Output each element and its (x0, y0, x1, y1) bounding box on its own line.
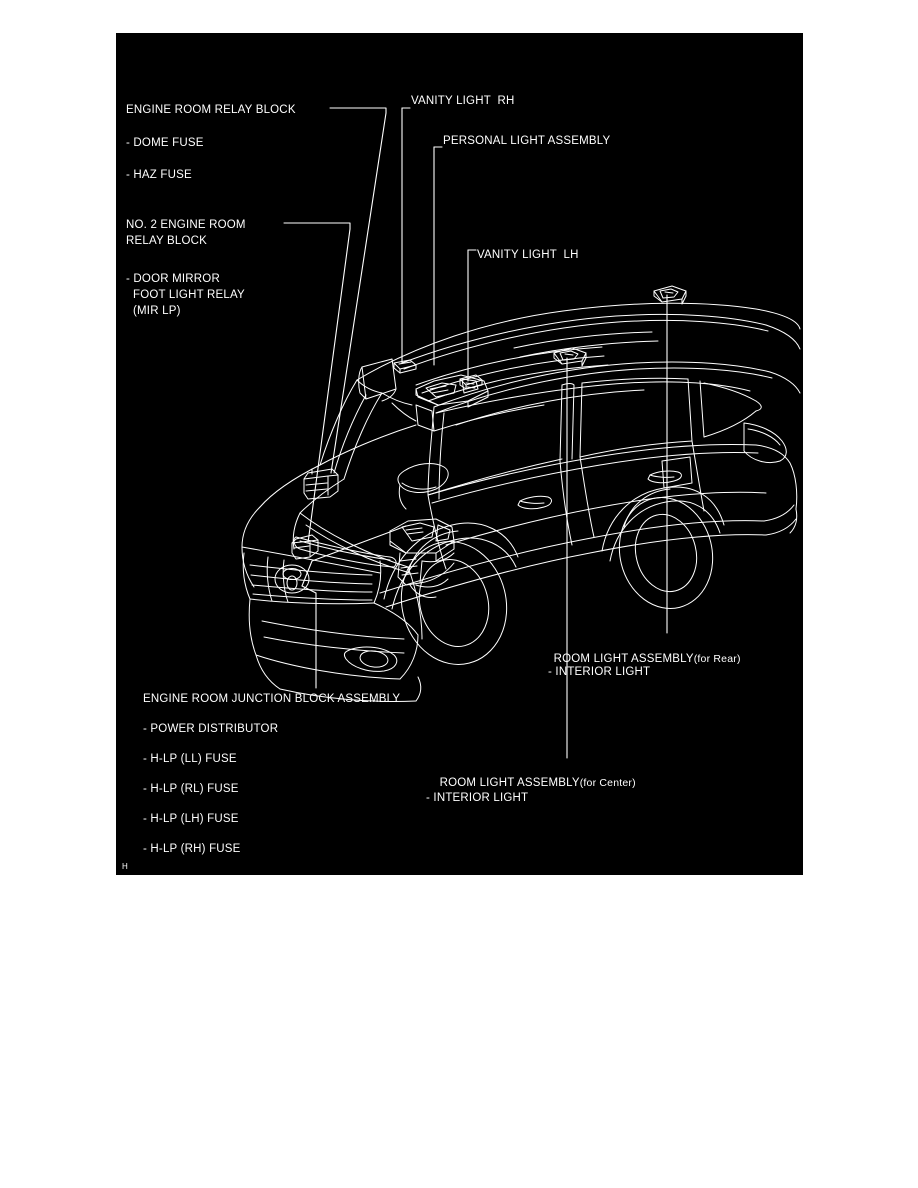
callout-room-light-rear-title: ROOM LIGHT ASSEMBLY(for Rear) (540, 636, 741, 683)
room-light-center-title-text: ROOM LIGHT ASSEMBLY (439, 776, 580, 789)
callout-no2-relay-block-title-line1: NO. 2 ENGINE ROOM (126, 219, 246, 231)
fog-light (343, 646, 398, 672)
toyota-emblem (274, 564, 310, 594)
callout-personal-light-assembly: PERSONAL LIGHT ASSEMBLY (443, 135, 611, 147)
room-light-center-unit (553, 347, 587, 367)
door-handles (517, 470, 682, 510)
leader-lines (283, 107, 668, 759)
room-light-rear-title-text: ROOM LIGHT ASSEMBLY (553, 652, 694, 665)
room-light-rear-qualifier: (for Rear) (693, 652, 741, 665)
leader-engine-room-junction-block (301, 525, 407, 587)
engine-room-junction-block-unit (389, 518, 455, 598)
callout-vanity-light-lh: VANITY LIGHT LH (477, 249, 579, 261)
vehicle-body-side (379, 422, 798, 610)
callout-engine-room-junction-block-item-2: - H-LP (LL) FUSE (143, 753, 237, 765)
callout-engine-room-relay-block-item-2: - HAZ FUSE (126, 169, 192, 181)
callout-vanity-light-rh: VANITY LIGHT RH (411, 95, 515, 107)
vehicle-roof (356, 302, 801, 426)
callout-no2-relay-block-item-line3: (MIR LP) (133, 305, 181, 317)
callout-room-light-center-title: ROOM LIGHT ASSEMBLY(for Center) (426, 760, 636, 807)
room-light-center-qualifier: (for Center) (579, 776, 636, 789)
callout-engine-room-junction-block-item-4: - H-LP (LH) FUSE (143, 813, 239, 825)
side-mirror (397, 463, 449, 510)
headliner-piece (415, 404, 435, 432)
callout-engine-room-junction-block-title: ENGINE ROOM JUNCTION BLOCK ASSEMBLY (143, 693, 401, 705)
callout-engine-room-relay-block-title: ENGINE ROOM RELAY BLOCK (126, 104, 296, 116)
leader-engine-room-relay-block-elbow (329, 107, 387, 114)
no2-engine-room-relay-block-unit (291, 534, 319, 560)
vanity-light-rh-unit (393, 359, 417, 374)
sun-visor (358, 358, 397, 402)
vehicle-illustration (241, 107, 801, 759)
room-light-rear-unit (653, 285, 687, 305)
engine-room-relay-block-unit (303, 468, 339, 500)
diagram-panel: H (116, 33, 803, 875)
callout-no2-relay-block-item-line2: FOOT LIGHT RELAY (133, 289, 245, 301)
callout-no2-relay-block-title-line2: RELAY BLOCK (126, 235, 208, 247)
callout-engine-room-relay-block-item-1: - DOME FUSE (126, 137, 204, 149)
vehicle-greenhouse (319, 377, 762, 500)
vehicle-front (241, 464, 423, 702)
callout-room-light-center-item-1: - INTERIOR LIGHT (426, 792, 529, 804)
engine-bay-components (291, 468, 455, 598)
callout-room-light-rear-item-1: - INTERIOR LIGHT (548, 666, 651, 678)
leader-no2-relay-block (307, 228, 351, 544)
callout-engine-room-junction-block-item-5: - H-LP (RH) FUSE (143, 843, 241, 855)
vanity-light-lh-unit (459, 374, 483, 390)
roof-components (358, 285, 687, 432)
leader-no2-relay-block-elbow (283, 222, 351, 230)
leader-engine-room-relay-block (330, 112, 387, 474)
callout-engine-room-junction-block-item-1: - POWER DISTRIBUTOR (143, 723, 279, 735)
callout-no2-relay-block-item-line1: - DOOR MIRROR (126, 273, 220, 285)
panel-corner-mark: H (122, 862, 129, 871)
callout-engine-room-junction-block-item-3: - H-LP (RL) FUSE (143, 783, 239, 795)
vehicle-wheels (400, 488, 714, 665)
